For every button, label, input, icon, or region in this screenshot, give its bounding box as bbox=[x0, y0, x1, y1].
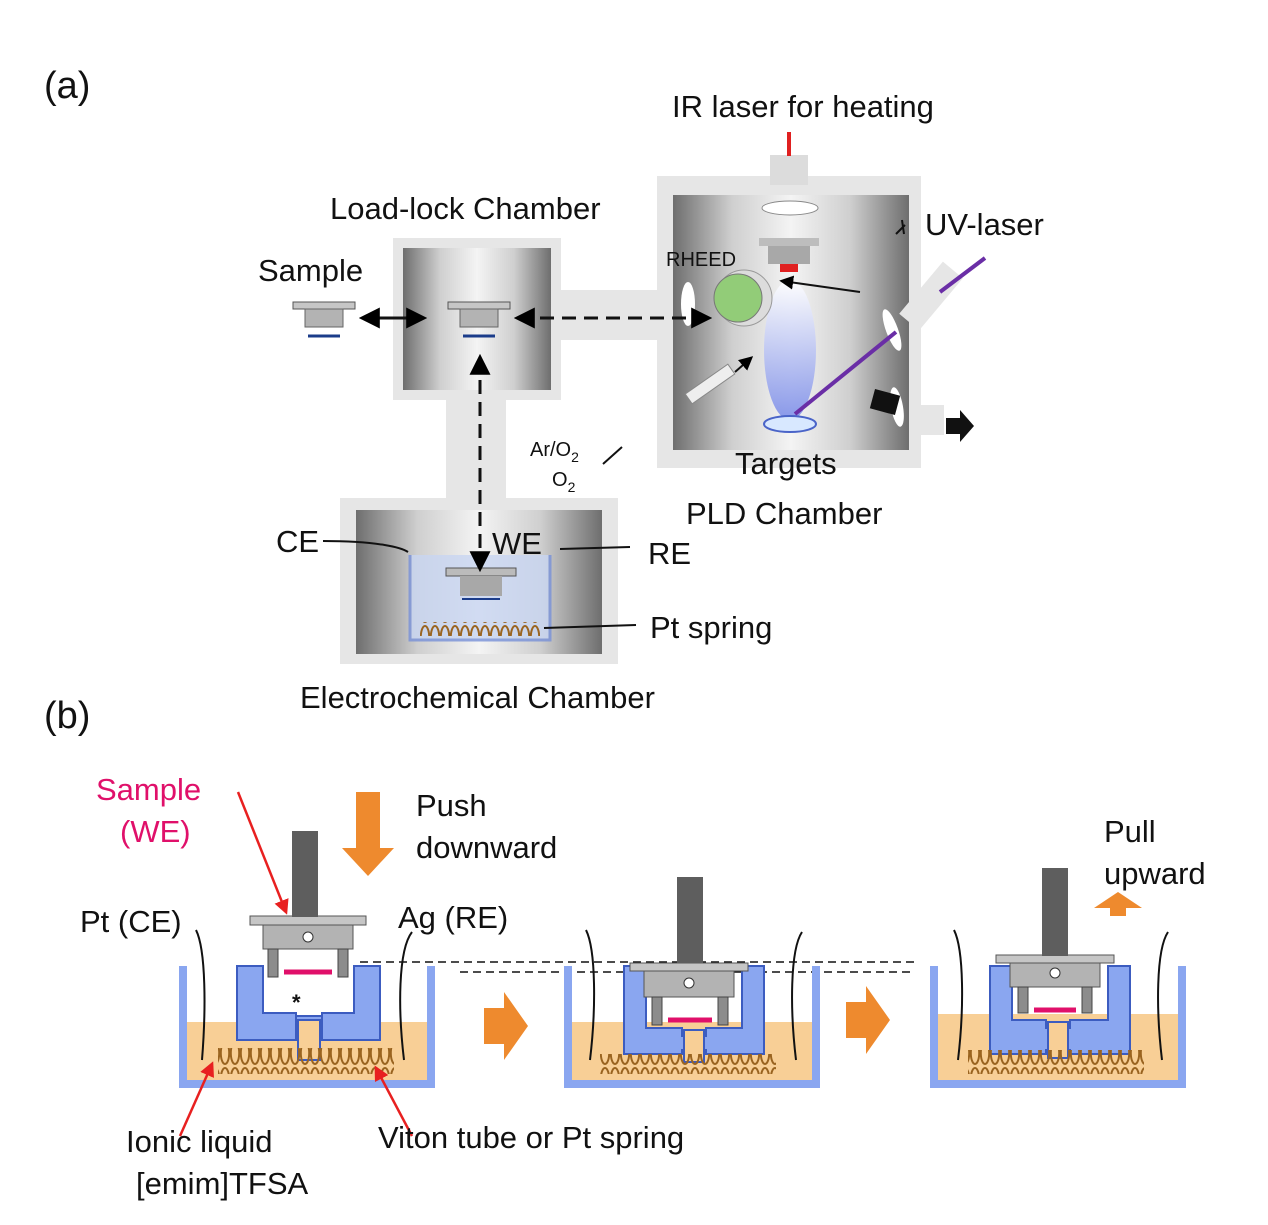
ir-laser-label: IR laser for heating bbox=[672, 89, 934, 124]
o2-label-text: O bbox=[552, 469, 568, 491]
ce-label: CE bbox=[276, 524, 319, 559]
sample-b-label: Sample bbox=[96, 772, 201, 807]
pt-ce-label: Pt (CE) bbox=[80, 904, 182, 939]
sample-we-arrow bbox=[236, 791, 289, 915]
o2-label-sub: 2 bbox=[568, 479, 576, 495]
ionic-liquid-arrow bbox=[178, 1061, 214, 1137]
viton-label: Viton tube or Pt spring bbox=[378, 1120, 684, 1155]
horizontal-transfer-tube bbox=[551, 290, 663, 340]
cell-step-2 bbox=[564, 877, 820, 1088]
pld-internals bbox=[681, 200, 987, 442]
o2-label: O2 bbox=[552, 469, 576, 495]
push-downward-arrow bbox=[342, 792, 394, 876]
downward-label: downward bbox=[416, 830, 557, 865]
sample-holder-loadlock bbox=[447, 301, 511, 338]
we-label: WE bbox=[492, 526, 542, 561]
echem-chamber-label: Electrochemical Chamber bbox=[300, 680, 655, 715]
gas-label-sub: 2 bbox=[571, 449, 579, 465]
sample-holder-outside bbox=[292, 301, 356, 338]
panel-a-tag: (a) bbox=[44, 65, 90, 107]
pull-upward-arrow bbox=[1094, 892, 1142, 916]
re-label: RE bbox=[648, 536, 691, 571]
panel-b-tag: (b) bbox=[44, 695, 90, 737]
ag-re-label: Ag (RE) bbox=[398, 900, 508, 935]
sample-label: Sample bbox=[258, 253, 363, 288]
targets-label: Targets bbox=[735, 446, 837, 481]
gas-label: Ar/O2 bbox=[530, 439, 579, 465]
vertical-transfer-tube bbox=[446, 390, 506, 512]
step-arrow-1 bbox=[484, 992, 528, 1060]
gas-label-text: Ar/O bbox=[530, 439, 571, 461]
pt-spring-label: Pt spring bbox=[650, 610, 772, 645]
ionic-liquid-formula: [emim]TFSA bbox=[136, 1166, 309, 1201]
push-label: Push bbox=[416, 788, 487, 823]
sample-we-label: (WE) bbox=[120, 814, 191, 849]
rheed-label: RHEED bbox=[666, 249, 736, 271]
uv-laser-label: UV-laser bbox=[925, 207, 1044, 242]
pld-chamber bbox=[657, 132, 963, 468]
cell-step-3 bbox=[930, 868, 1186, 1088]
pull-label: Pull bbox=[1104, 814, 1156, 849]
pt-spring-leader bbox=[543, 624, 637, 629]
pld-chamber-label: PLD Chamber bbox=[686, 496, 882, 531]
ce-leader bbox=[322, 540, 409, 553]
load-lock-label: Load-lock Chamber bbox=[330, 191, 601, 226]
ionic-liquid-label: Ionic liquid bbox=[126, 1124, 272, 1159]
cell-step-1 bbox=[179, 831, 435, 1088]
upward-label: upward bbox=[1104, 856, 1206, 891]
gas-leader bbox=[602, 446, 623, 465]
step-arrow-2 bbox=[846, 986, 890, 1054]
viton-arrow bbox=[374, 1065, 414, 1137]
star-mark: * bbox=[292, 990, 301, 1015]
uv-laser-leader bbox=[895, 219, 906, 235]
re-leader bbox=[559, 546, 631, 550]
